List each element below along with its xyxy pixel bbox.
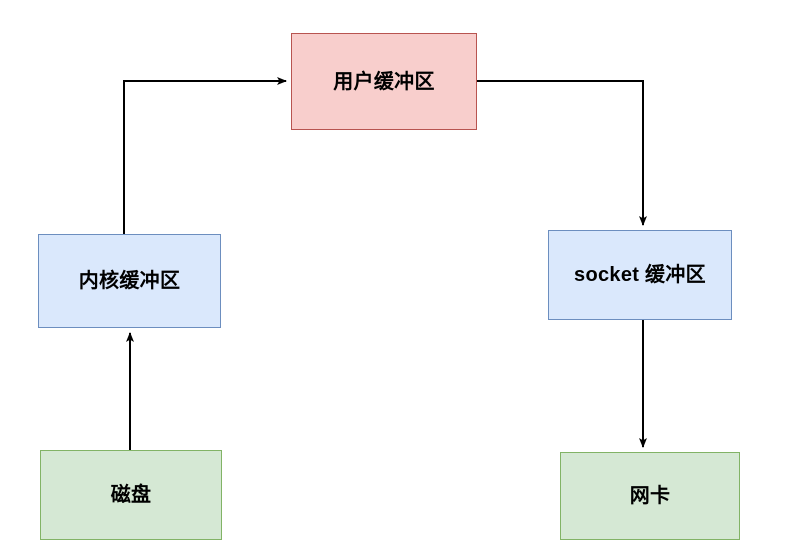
node-socket-buffer-label: socket 缓冲区: [574, 264, 706, 286]
edge-kernel-to-user: [123, 77, 287, 234]
node-nic-label: 网卡: [629, 485, 671, 507]
node-disk-label: 磁盘: [110, 484, 152, 506]
node-kernel-buffer[interactable]: 内核缓冲区: [38, 234, 221, 328]
node-socket-buffer[interactable]: socket 缓冲区: [548, 230, 732, 320]
node-disk[interactable]: 磁盘: [40, 450, 222, 540]
edge-user-to-socket: [477, 80, 647, 226]
node-kernel-buffer-label: 内核缓冲区: [78, 270, 181, 292]
node-user-buffer[interactable]: 用户缓冲区: [291, 33, 477, 130]
node-user-buffer-label: 用户缓冲区: [333, 70, 435, 93]
node-nic[interactable]: 网卡: [560, 452, 740, 540]
